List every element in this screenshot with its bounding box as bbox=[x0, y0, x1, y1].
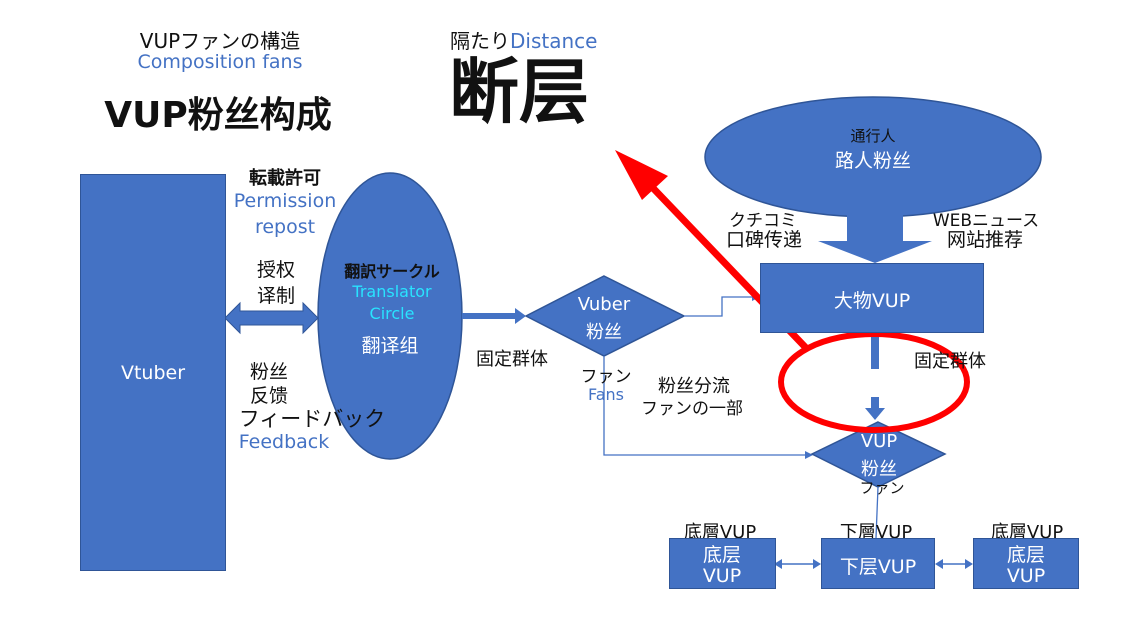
feedback-en: Feedback bbox=[238, 431, 330, 453]
vuber-to-vupfans-connector bbox=[603, 356, 813, 459]
vuber-fans-line2: 粉丝 bbox=[586, 322, 622, 343]
permission-double-arrow bbox=[224, 301, 319, 335]
bottom-right-double-arrow bbox=[935, 559, 973, 569]
feedback-cn-line2: 反馈 bbox=[249, 385, 289, 407]
bottom-tier-right-line1: 底层 bbox=[1006, 544, 1046, 566]
big-vup-box bbox=[760, 263, 984, 333]
bottom-tier-left-box bbox=[669, 538, 776, 589]
translator-to-vuber-arrow bbox=[462, 308, 526, 324]
web-news-jp: WEBニュース bbox=[932, 211, 1040, 231]
passersby-cn: 路人粉丝 bbox=[834, 150, 912, 172]
title-cn: VUP粉丝构成 bbox=[104, 95, 332, 136]
bottom-tier-right-header: 底層VUP bbox=[990, 522, 1064, 543]
vuber-to-bigvup-connector bbox=[684, 293, 760, 317]
word-of-mouth-cn: 口碑传递 bbox=[725, 229, 803, 251]
passersby-jp: 通行人 bbox=[850, 127, 896, 145]
title-en: Composition fans bbox=[137, 51, 303, 73]
distance-jp: 隔たり bbox=[450, 29, 510, 53]
bottom-tier-right-box bbox=[973, 538, 1079, 589]
bottom-tier-right-line2: VUP bbox=[1006, 565, 1046, 587]
permission-jp: 転載許可 bbox=[249, 168, 321, 189]
distance-en: Distance bbox=[510, 29, 598, 53]
fan-label-jp: ファン bbox=[580, 367, 632, 387]
big-vup-label: 大物VUP bbox=[833, 290, 911, 312]
permission-cn-line1: 授权 bbox=[256, 259, 296, 281]
vup-fans-line1: VUP bbox=[860, 431, 898, 452]
distance-jp-en: 隔たりDistance bbox=[450, 25, 597, 54]
bottom-tier-middle-line1: 下层VUP bbox=[839, 556, 917, 578]
vuber-fans-line1: Vuber bbox=[577, 294, 631, 315]
translator-jp: 翻訳サークル bbox=[344, 262, 440, 281]
feedback-jp: フィードバック bbox=[238, 407, 386, 431]
vup-fans-line2: 粉丝 bbox=[861, 459, 897, 480]
fan-split-cn: 粉丝分流 bbox=[658, 376, 730, 397]
bottom-tier-middle-box bbox=[821, 538, 935, 589]
passersby-down-arrow bbox=[818, 214, 932, 263]
vup-fans-jp: ファン bbox=[859, 479, 905, 497]
vuber-fans-diamond bbox=[524, 275, 686, 357]
vtuber-box bbox=[80, 174, 226, 571]
bigvup-to-vupfans-arrow bbox=[865, 333, 885, 420]
translator-en-line2: Circle bbox=[369, 304, 415, 323]
permission-cn-line2: 译制 bbox=[256, 285, 296, 307]
red-highlight-ellipse bbox=[778, 331, 970, 433]
bottom-tier-middle-header: 下層VUP bbox=[839, 522, 913, 543]
translator-en-line1: Translator bbox=[352, 282, 432, 301]
word-of-mouth-jp: クチコミ bbox=[729, 211, 797, 231]
fixed-group-right: 固定群体 bbox=[914, 351, 986, 372]
translator-cn: 翻译组 bbox=[361, 335, 419, 357]
feedback-cn-line1: 粉丝 bbox=[249, 361, 289, 383]
web-news-cn: 网站推荐 bbox=[946, 229, 1024, 251]
vtuber-label: Vtuber bbox=[120, 362, 186, 384]
bottom-left-double-arrow bbox=[774, 559, 821, 569]
bottom-tier-left-line2: VUP bbox=[702, 565, 742, 587]
vupfans-to-lower-line bbox=[875, 486, 879, 539]
title-jp: VUPファンの構造 bbox=[139, 29, 301, 53]
bottom-tier-left-line1: 底层 bbox=[702, 544, 742, 566]
bottom-tier-left-header: 底層VUP bbox=[683, 522, 757, 543]
fan-split-jp: ファンの一部 bbox=[641, 399, 743, 419]
permission-en-line1: Permission bbox=[233, 190, 337, 212]
distance-cn: 断层 bbox=[449, 51, 589, 133]
fan-label-en: Fans bbox=[587, 385, 625, 404]
fixed-group-left: 固定群体 bbox=[476, 349, 548, 370]
permission-en-line2: repost bbox=[254, 216, 316, 238]
